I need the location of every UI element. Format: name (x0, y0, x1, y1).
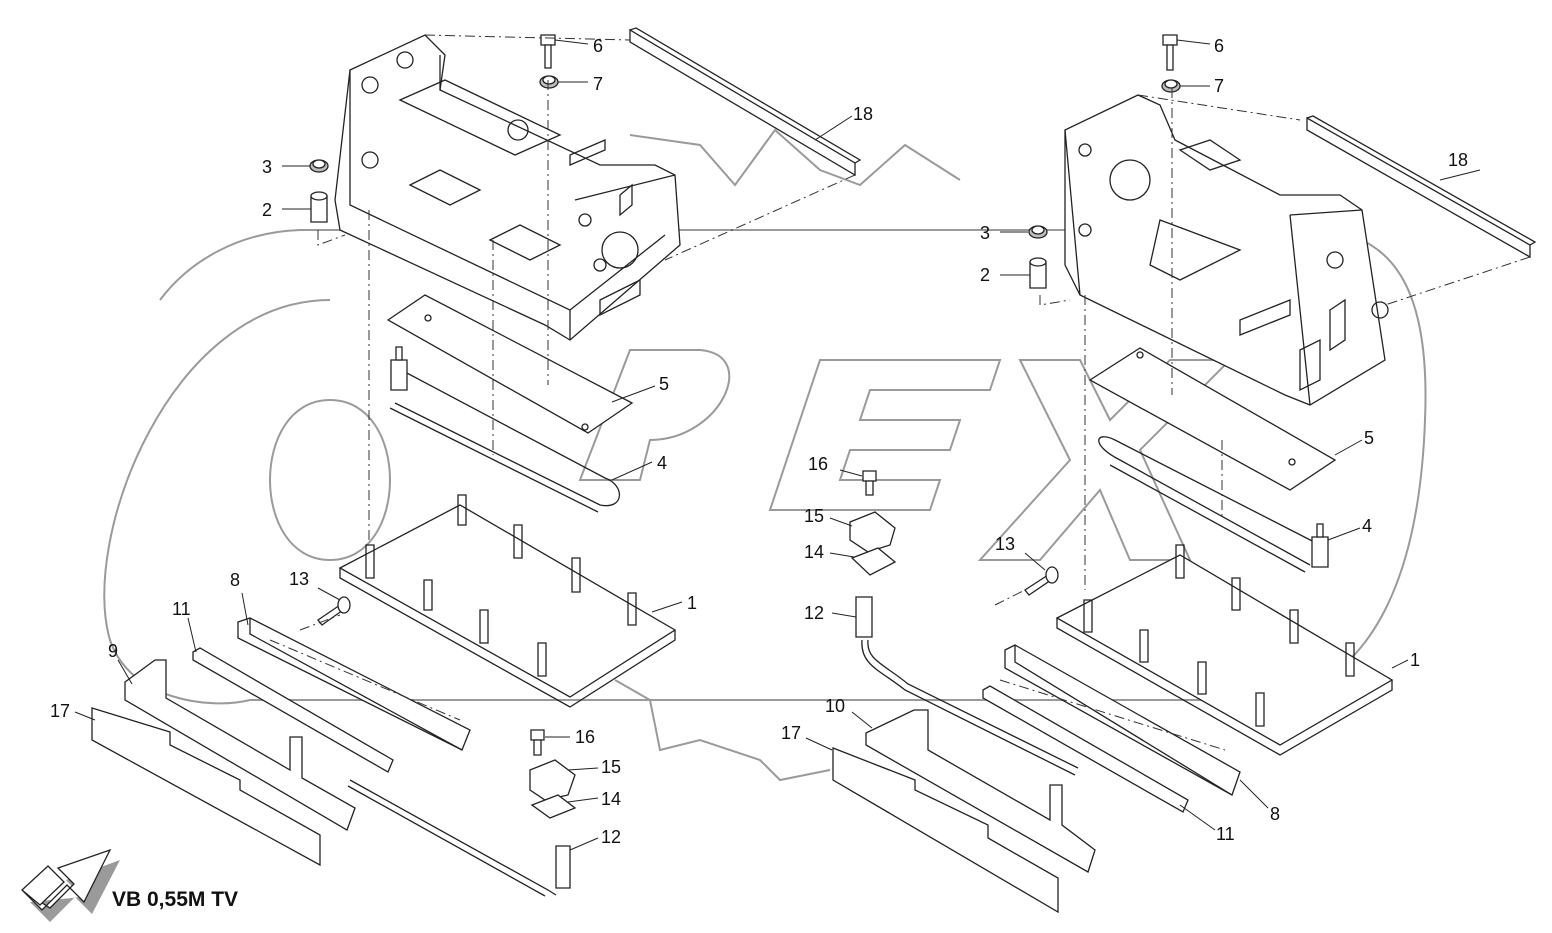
nut-3-right (1028, 225, 1048, 239)
callout-3-left: 3 (262, 157, 272, 177)
spacer-2-right (1029, 257, 1047, 289)
callout-3-right: 3 (980, 223, 990, 243)
callout-14-left: 14 (601, 789, 621, 809)
callout-10-right: 10 (825, 696, 845, 716)
plate-1-right (1055, 544, 1394, 756)
bolt-6-right (1162, 34, 1178, 71)
holder-14-right (850, 547, 897, 576)
gear-frame-right (1064, 94, 1389, 406)
callout-11-right: 11 (1216, 824, 1235, 844)
nut-7-right (1161, 79, 1181, 93)
plate-5-right (1088, 347, 1337, 491)
callout-8-left: 8 (230, 570, 240, 590)
rail-8-left (237, 617, 471, 751)
pin-16-left (530, 729, 545, 756)
gear-frame-left (334, 34, 681, 341)
callout-4-left: 4 (657, 453, 667, 473)
plate-1-left (338, 494, 677, 708)
spacer-2-left (310, 191, 328, 223)
callout-1-right: 1 (1410, 650, 1420, 670)
clip-15-right (849, 511, 896, 553)
callout-16-left: 16 (575, 727, 595, 747)
nut-3-left (309, 159, 329, 173)
bolt-13-right (1024, 566, 1059, 596)
bracket-10-right (865, 709, 1096, 873)
left-assembly (91, 27, 862, 897)
callout-2-right: 2 (980, 265, 990, 285)
callout-18-left: 18 (853, 104, 873, 124)
bolt-13-left (317, 596, 351, 626)
plate-17-left (91, 707, 321, 867)
callout-5-right: 5 (1364, 428, 1374, 448)
callout-17-right: 17 (781, 723, 801, 743)
callout-13-right: 13 (995, 534, 1015, 554)
heater-4-right (1098, 436, 1329, 573)
nut-7-left (539, 75, 559, 89)
clip-15-left (529, 759, 576, 801)
callout-18-right: 18 (1448, 150, 1468, 170)
right-assembly (832, 34, 1537, 914)
direction-arrow-icon (21, 848, 120, 922)
callout-13-left: 13 (289, 569, 309, 589)
leader-lines (74, 39, 1481, 851)
drawing-caption: VB 0,55M TV (112, 888, 238, 911)
holder-14-left (530, 794, 577, 819)
callout-7-left: 7 (593, 74, 603, 94)
bolt-6-left (540, 34, 556, 69)
callout-6-right: 6 (1214, 36, 1224, 56)
callout-6-left: 6 (593, 36, 603, 56)
callout-9-left: 9 (108, 641, 118, 661)
callout-11-left: 11 (172, 599, 191, 619)
callout-14-right: 14 (804, 542, 824, 562)
callout-7-right: 7 (1214, 76, 1224, 96)
heater-4-left (389, 346, 621, 513)
callout-1-left: 1 (687, 593, 697, 613)
plate-17-right (832, 747, 1059, 914)
callout-15-right: 15 (804, 506, 824, 526)
callout-15-left: 15 (601, 757, 621, 777)
callout-2-left: 2 (262, 200, 272, 220)
callout-8-right: 8 (1270, 804, 1280, 824)
probe-12-right (855, 596, 1079, 776)
callouts: 6 7 18 3 2 5 4 1 13 8 11 9 17 16 15 14 1… (50, 36, 1468, 847)
rail-11-right (982, 685, 1189, 813)
rail-11-left (192, 647, 394, 773)
callout-4-right: 4 (1362, 516, 1372, 536)
pin-16-right (862, 470, 877, 496)
callout-12-right: 12 (804, 603, 824, 623)
callout-5-left: 5 (659, 374, 669, 394)
plate-5-left (386, 294, 634, 434)
callout-17-left: 17 (50, 701, 70, 721)
probe-12-left (347, 779, 571, 897)
callout-16-right: 16 (808, 454, 828, 474)
rail-8-right (1004, 644, 1241, 796)
callout-12-left: 12 (601, 827, 621, 847)
bar-18-left (629, 28, 856, 177)
bracket-9-left (124, 659, 356, 831)
